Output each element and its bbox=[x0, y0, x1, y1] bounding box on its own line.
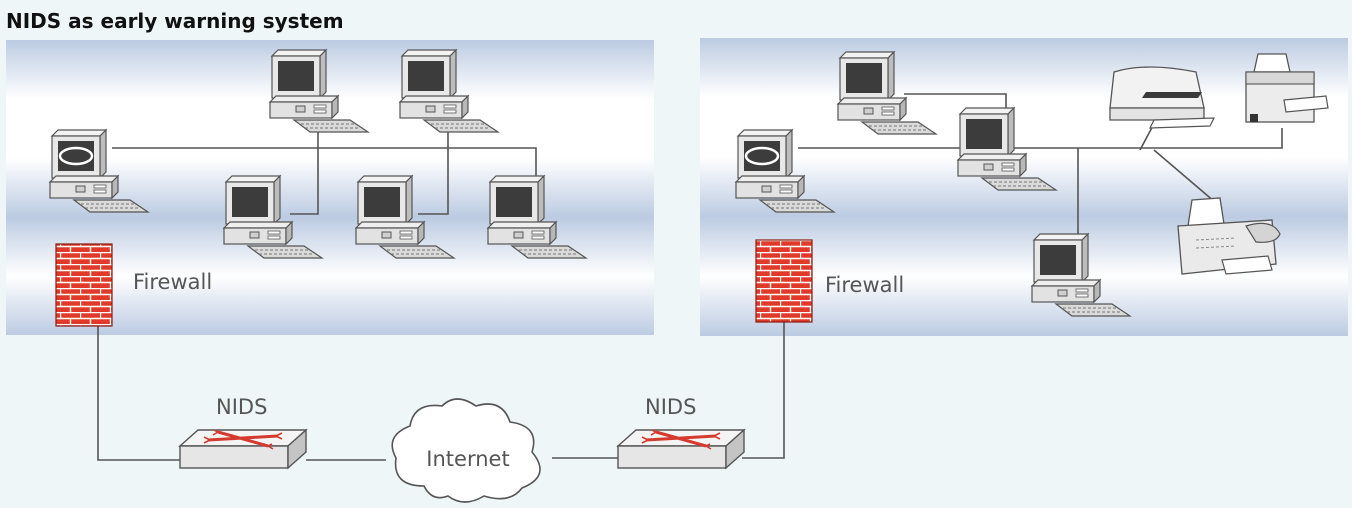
wan-wires bbox=[97, 322, 785, 461]
firewall-right-icon bbox=[755, 239, 813, 323]
firewall-left-icon bbox=[55, 243, 113, 327]
nids-right-switch-icon bbox=[616, 428, 746, 470]
firewall-left-label: Firewall bbox=[133, 270, 212, 294]
nids-right-label: NIDS bbox=[645, 395, 696, 419]
diagram-title: NIDS as early warning system bbox=[6, 9, 344, 33]
firewall-right-label: Firewall bbox=[825, 273, 904, 297]
internet-label: Internet bbox=[426, 447, 509, 471]
nids-left-label: NIDS bbox=[216, 395, 267, 419]
nids-left-switch-icon bbox=[178, 428, 308, 470]
left-lan-wires bbox=[112, 120, 537, 215]
